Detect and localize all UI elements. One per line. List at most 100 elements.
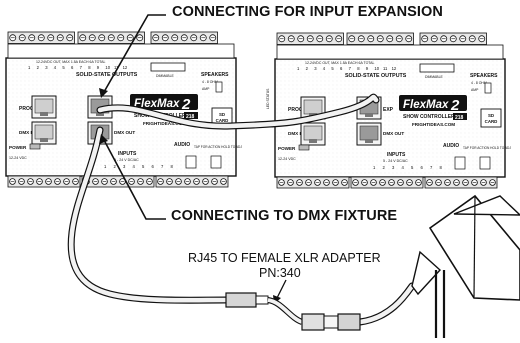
flexmax-logo-version: 2: [181, 96, 191, 113]
bottom-terminal-block-power: [276, 176, 350, 189]
outputs-rating-label: 12-24VDC OUT, MAX 1.5A EACH 6A TOTAL: [36, 60, 105, 64]
input-number-label: 2: [383, 165, 386, 170]
inputs-spec-label: 5 - 24 V DC/AC: [114, 158, 139, 162]
dmx-out-label: DMX OUT: [114, 130, 135, 135]
top-terminal-block-left: [276, 32, 344, 45]
audio-switch-a: [454, 156, 466, 170]
adapter-cable: [267, 298, 303, 324]
dmx-fixture-callout: CONNECTING TO DMX FIXTURE: [171, 208, 398, 224]
output-number-label: 6: [71, 65, 74, 70]
output-number-label: 12: [392, 66, 397, 71]
outputs-section-label: SOLID-STATE OUTPUTS: [345, 73, 407, 79]
input-number-label: 5: [142, 164, 145, 169]
dmx-out-port: [356, 122, 382, 146]
dmx-cable: [68, 127, 229, 303]
input-expansion-leader: [103, 14, 166, 93]
bottom-terminal-block-inputs: [350, 176, 424, 189]
prog-label: PROG: [288, 107, 303, 113]
exp-port-latch: [96, 112, 104, 116]
input-expansion-callout: CONNECTING FOR INPUT EXPANSION: [172, 4, 443, 20]
rj45-plug-tip: [255, 295, 269, 305]
amp-label: AMP: [471, 88, 479, 92]
output-number-label: 5: [62, 65, 65, 70]
output-number-label: 1: [28, 65, 31, 70]
prog-port-opening: [34, 98, 54, 114]
prog-label: PROG: [19, 106, 34, 112]
bottom-terminal-block-power: [7, 175, 81, 188]
exp-label: EXP: [383, 107, 394, 113]
flexmax-logo-text: FlexMax: [134, 98, 180, 110]
dmx-fixture-leader: [103, 139, 166, 220]
output-number-label: 2: [37, 65, 40, 70]
dmx-in-port-opening: [34, 124, 54, 140]
input-number-label: 7: [161, 164, 164, 169]
tap-note-label: TAP FOR ACTION HOLD TO ADJ: [463, 146, 511, 150]
input-number-label: 8: [440, 165, 443, 170]
input-number-label: 7: [430, 165, 433, 170]
rj45-plug: [225, 292, 257, 308]
input-number-label: 5: [411, 165, 414, 170]
inputs-label: INPUTS: [387, 152, 406, 158]
expansion-cable: [97, 94, 379, 129]
output-number-label: 10: [105, 65, 110, 70]
output-number-label: 7: [80, 65, 83, 70]
input-expansion-arrowhead: [99, 88, 108, 98]
input-number-label: 2: [114, 164, 117, 169]
top-terminal-block-mid: [77, 31, 145, 44]
output-number-label: 2: [306, 66, 309, 71]
output-number-label: 9: [366, 66, 369, 71]
dmx-in-label: DMX IN: [19, 130, 36, 135]
amp-label: AMP: [202, 87, 210, 91]
dmx-out-label: DMX OUT: [383, 131, 404, 136]
output-number-label: 7: [349, 66, 352, 71]
sd-label: SD: [219, 112, 225, 117]
output-number-label: 6: [340, 66, 343, 71]
show-controller-label: SHOW CONTROLLER: [403, 114, 455, 120]
model-label: 218: [186, 114, 195, 120]
input-number-label: 6: [152, 164, 155, 169]
top-terminal-block-left: [7, 31, 75, 44]
xlr-adapter-body: [301, 313, 325, 331]
led-status-label: LED STATUS: [266, 88, 270, 109]
exp-port-latch: [365, 113, 373, 117]
card-label: CARD: [485, 119, 498, 124]
xlr-cable: [357, 283, 415, 325]
input-number-label: 3: [123, 164, 126, 169]
bottom-terminal-block-inputs: [81, 175, 155, 188]
top-terminal-block-right: [150, 31, 218, 44]
input-number-label: 8: [171, 164, 174, 169]
dmx-in-port-opening: [303, 125, 323, 141]
power-spec-label: 12-24 VDC: [9, 156, 27, 160]
power-label: POWER: [278, 146, 296, 151]
dmx-fixture-arrowhead: [99, 134, 108, 144]
top-rail: [276, 44, 504, 60]
adapter-leader: [275, 279, 287, 301]
output-number-label: 3: [45, 65, 48, 70]
flexmax-logo-plate: [399, 95, 467, 111]
dmx-in-port: [31, 121, 57, 145]
adapter-part-number: PN:340: [259, 266, 301, 280]
prog-port-latch: [40, 112, 48, 116]
output-number-label: 4: [323, 66, 326, 71]
input-number-label: 1: [373, 165, 376, 170]
prog-port-opening: [303, 99, 323, 115]
dimmable-label: DIMMABLE: [156, 74, 174, 78]
dmx-out-port-opening: [359, 125, 379, 141]
dmx-in-port-latch: [309, 139, 317, 143]
top-rail: [7, 43, 235, 59]
dmx-in-label: DMX IN: [288, 131, 305, 136]
outputs-section-label: SOLID-STATE OUTPUTS: [76, 72, 138, 78]
bottom-terminal-block-inputs-housing: [350, 176, 424, 189]
fixture-yoke: [411, 250, 441, 296]
speakers-label: SPEAKERS: [470, 73, 498, 79]
flexmax-logo-text: FlexMax: [403, 99, 449, 111]
output-number-label: 8: [357, 66, 360, 71]
power-spec-label: 12-24 VDC: [278, 157, 296, 161]
xlr-adapter-head: [337, 313, 361, 331]
sd-label: SD: [488, 113, 494, 118]
dmx-in-port-latch: [40, 138, 48, 142]
model-badge: [453, 113, 467, 120]
